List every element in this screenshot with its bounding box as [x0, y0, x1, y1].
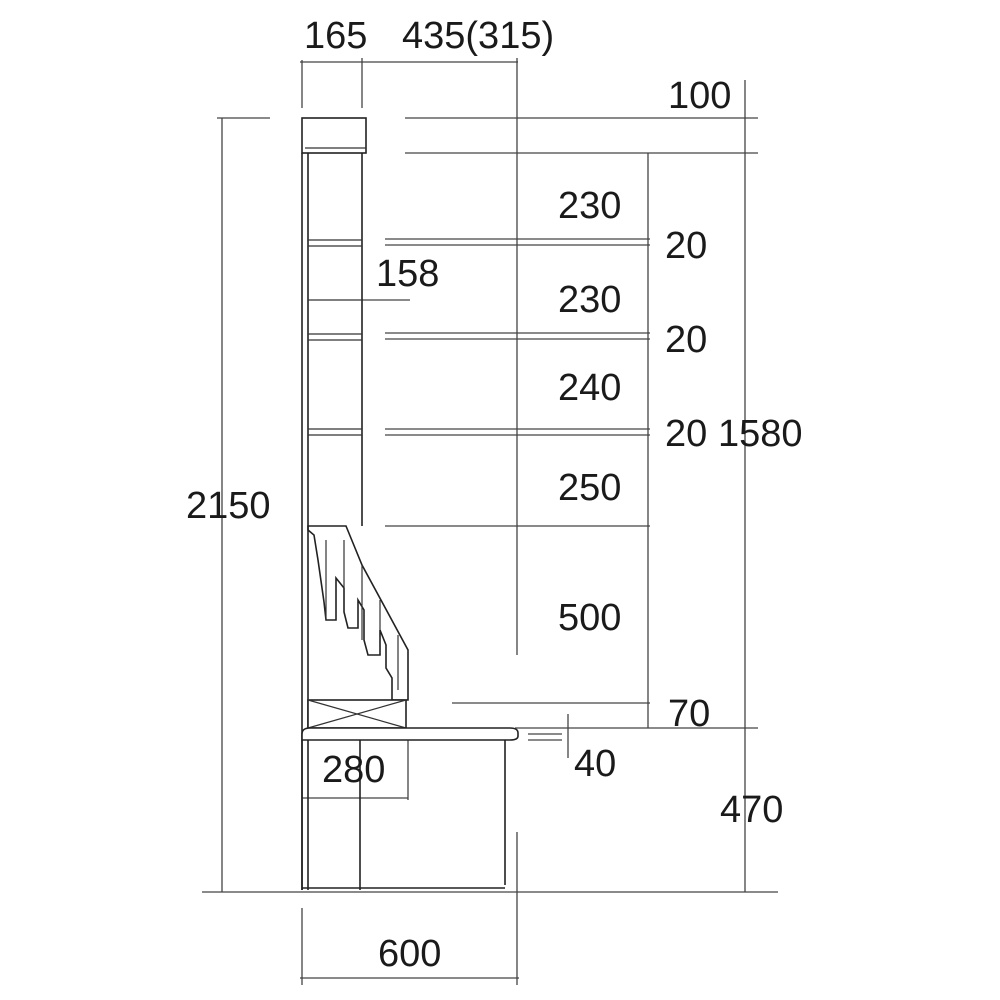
label-20-second: 20 — [665, 319, 707, 361]
label-70: 70 — [668, 693, 710, 735]
label-230-second: 230 — [558, 279, 621, 321]
label-435-315: 435(315) — [402, 15, 554, 57]
label-20-first: 20 — [665, 225, 707, 267]
label-500: 500 — [558, 597, 621, 639]
cabinet-body — [301, 117, 519, 890]
label-1580: 1580 — [718, 413, 803, 455]
crown-panel — [301, 117, 367, 154]
dimension-labels: 165 435(315) 100 230 20 158 230 20 240 2… — [186, 15, 803, 975]
label-40: 40 — [574, 743, 616, 785]
label-100: 100 — [668, 75, 731, 117]
label-20-third: 20 — [665, 413, 707, 455]
label-165: 165 — [304, 15, 367, 57]
stepped-support-bracket — [307, 525, 409, 701]
dimension-lines — [202, 58, 778, 985]
label-250: 250 — [558, 467, 621, 509]
label-158: 158 — [376, 253, 439, 295]
label-230-top: 230 — [558, 185, 621, 227]
counter-top — [301, 727, 519, 741]
label-600: 600 — [378, 933, 441, 975]
label-470: 470 — [720, 789, 783, 831]
label-240: 240 — [558, 367, 621, 409]
label-280: 280 — [322, 749, 385, 791]
label-2150: 2150 — [186, 485, 271, 527]
